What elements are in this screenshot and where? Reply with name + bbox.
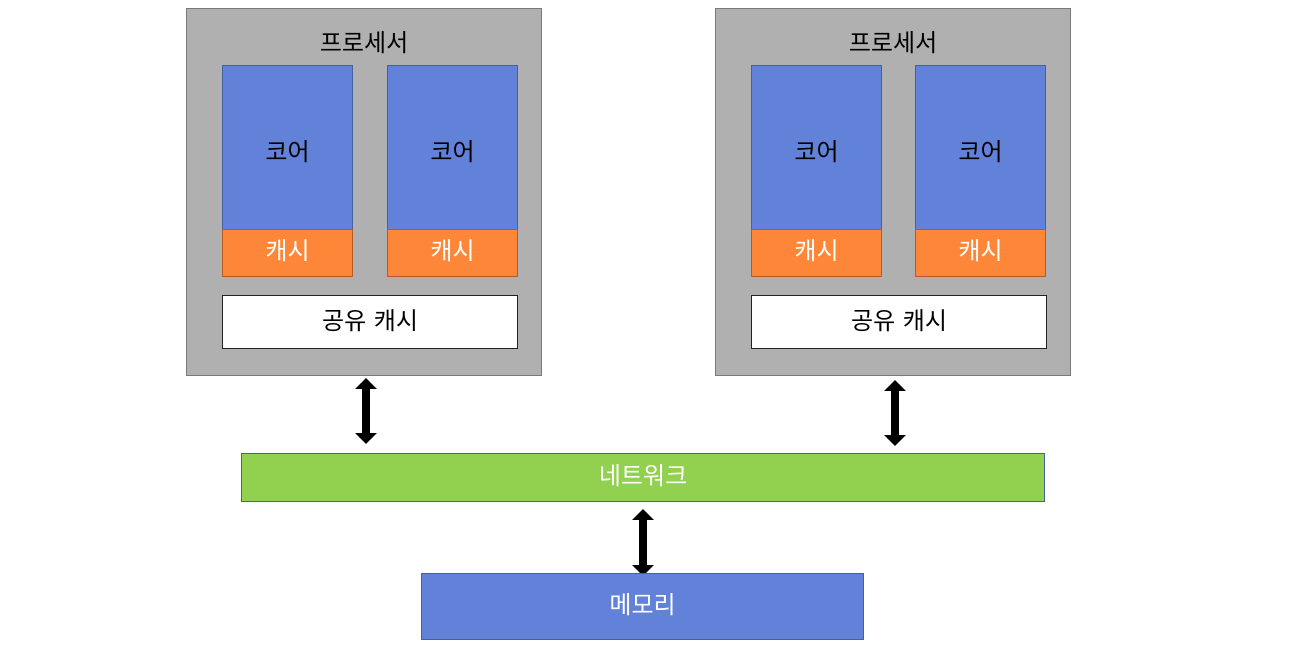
processor-title: 프로세서: [848, 29, 938, 57]
core-label: 코어: [265, 138, 310, 166]
core-body: 코어: [387, 65, 518, 230]
network-bar: 네트워크: [241, 453, 1045, 502]
core-body: 코어: [222, 65, 353, 230]
core-cache: 캐시: [751, 229, 882, 277]
core-body: 코어: [915, 65, 1046, 230]
double-arrow-icon: [884, 380, 906, 446]
core-body: 코어: [751, 65, 882, 230]
core-1-2: 코어 캐시: [387, 65, 518, 277]
core-label: 코어: [430, 138, 475, 166]
processor-2: 프로세서 코어 캐시 코어 캐시 공유 캐시: [715, 8, 1071, 376]
double-arrow-icon: [632, 509, 654, 576]
shared-cache: 공유 캐시: [751, 295, 1047, 349]
memory-box: 메모리: [421, 573, 864, 640]
processor-title: 프로세서: [319, 29, 409, 57]
core-label: 코어: [794, 138, 839, 166]
core-label: 코어: [958, 138, 1003, 166]
core-2-2: 코어 캐시: [915, 65, 1046, 277]
processor-1: 프로세서 코어 캐시 코어 캐시 공유 캐시: [186, 8, 542, 376]
shared-cache: 공유 캐시: [222, 295, 518, 349]
core-1-1: 코어 캐시: [222, 65, 353, 277]
core-cache: 캐시: [387, 229, 518, 277]
core-cache: 캐시: [915, 229, 1046, 277]
core-cache: 캐시: [222, 229, 353, 277]
core-2-1: 코어 캐시: [751, 65, 882, 277]
double-arrow-icon: [355, 378, 377, 444]
